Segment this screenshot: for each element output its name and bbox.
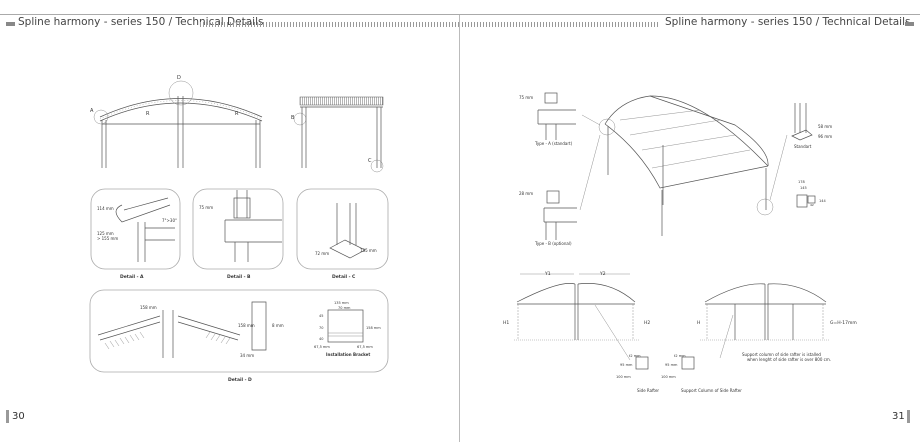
side-rafter-profile: t2 mm 95 mm 100 mm Side Rafter — [616, 354, 659, 393]
dim-label: 158 mm — [140, 305, 157, 310]
page-number: 31 — [892, 411, 905, 422]
detail-a-caption: Detail - A — [120, 274, 144, 280]
support-note: Support column of side rafter is istalle… — [742, 352, 831, 362]
dim-label: 125 mm — [97, 231, 114, 236]
dim-label: 75 mm — [199, 205, 213, 210]
dim-label: 96 mm — [818, 134, 832, 139]
detail-b: 75 mm Detail - B — [192, 188, 284, 280]
dim-label: 145 — [800, 186, 807, 190]
dim-label: 95 mm — [620, 363, 633, 367]
h-label: H — [697, 320, 700, 326]
note-line-1: Support column of side rafter is istalle… — [742, 352, 821, 357]
dim-label: 100 mm — [661, 375, 676, 379]
angle-label: 7°>30° — [162, 218, 177, 223]
label-a: A — [90, 108, 94, 114]
page-number-bar — [6, 410, 9, 423]
right-page: Spline harmony - series 150 / Technical … — [460, 0, 920, 442]
note-line-2: when lenght of side rafter is over 800 c… — [747, 357, 831, 362]
dim-label: 42 — [810, 203, 814, 207]
y2-label: Y2 — [599, 271, 606, 277]
dim-label: 144 — [819, 199, 826, 203]
detail-c-caption: Detail - C — [332, 274, 356, 280]
header-bar — [6, 22, 15, 26]
g-label: G=H-17mm — [830, 320, 857, 326]
page-number: 30 — [12, 411, 25, 422]
label-d: D — [177, 75, 181, 81]
dim-label: 45 — [319, 314, 323, 318]
isometric-pergola-drawing — [579, 95, 788, 236]
detail-c: 72 mm 135 mm Detail - C — [296, 188, 389, 280]
label-r2: R — [235, 111, 239, 117]
dim-label: > 155 mm — [97, 236, 118, 241]
dim-label: 178 — [798, 180, 805, 184]
type-a-caption: Type - A (standart) — [534, 141, 573, 146]
h2-label: H2 — [644, 320, 650, 326]
dim-label: 135 mm — [360, 248, 377, 253]
elevation-drawing-2: H G=H-17mm — [697, 283, 857, 359]
bracket-caption: Installation Bracket — [326, 352, 370, 357]
front-view-drawing: A D R R — [90, 75, 263, 168]
dim-label: 114 mm — [97, 206, 114, 211]
side-view-drawing: B C — [291, 96, 384, 173]
dim-label: 75 mm — [519, 95, 533, 100]
dim-label: 67,5 mm — [357, 345, 373, 349]
detail-d-caption: Detail - D — [228, 377, 252, 383]
detail-a: 114 mm 125 mm > 155 mm 7°>30° Detail - A — [90, 188, 181, 280]
dim-label: 67,5 mm — [314, 345, 330, 349]
standart-detail: 58 mm 96 mm Standart — [791, 103, 832, 149]
dim-label: 8 mm — [272, 323, 284, 328]
column-base-detail: 178 145 144 42 — [796, 180, 826, 208]
support-column-profile: t2 mm 95 mm 100 mm Support Column of Sid… — [661, 354, 742, 393]
elevation-drawing-1: Y1 Y2 H1 H2 — [503, 271, 650, 361]
h1-label: H1 — [503, 320, 509, 326]
type-b-detail: 28 mm Type - B (optional) — [519, 190, 577, 246]
header-title: Spline harmony - series 150 / Technical … — [665, 16, 911, 28]
dim-label: t2 mm — [629, 354, 641, 358]
standart-caption: Standart — [794, 144, 812, 149]
dim-label: 70 — [319, 326, 323, 330]
type-b-caption: Type - B (optional) — [534, 241, 572, 246]
dim-label: t2 mm — [674, 354, 686, 358]
type-a-detail: 75 mm Type - A (standart) — [519, 92, 576, 146]
dim-label: 72 mm — [315, 251, 329, 256]
detail-b-caption: Detail - B — [227, 274, 251, 280]
top-rule — [460, 14, 920, 15]
left-page: Spline harmony - series 150 / Technical … — [0, 14, 460, 423]
dim-label: 95 mm — [665, 363, 678, 367]
label-b: B — [291, 115, 295, 121]
detail-d: 158 mm 158 mm 8 mm 34 mm 135 mm 70 mm 45… — [89, 289, 389, 383]
dim-label: 135 mm — [334, 301, 349, 305]
header-hatch — [462, 22, 660, 27]
dim-label: 100 mm — [616, 375, 631, 379]
dim-label: 158 mm — [366, 326, 381, 330]
label-r1: R — [146, 111, 150, 117]
dim-label: 158 mm — [238, 323, 255, 328]
top-rule — [0, 14, 460, 15]
dim-label: 40 — [319, 337, 323, 341]
dim-label: 70 mm — [338, 306, 351, 310]
label-c: C — [368, 158, 372, 164]
y1-label: Y1 — [544, 271, 551, 277]
header-bar — [905, 22, 914, 26]
dim-label: 34 mm — [240, 353, 254, 358]
side-rafter-caption: Side Rafter — [637, 388, 659, 393]
dim-label: 28 mm — [519, 191, 533, 196]
page-divider — [459, 14, 460, 442]
dim-label: 58 mm — [818, 124, 832, 129]
header-hatch — [200, 22, 460, 27]
page-number-bar — [907, 410, 910, 423]
support-column-caption: Support Column of Side Rafter — [681, 388, 742, 393]
